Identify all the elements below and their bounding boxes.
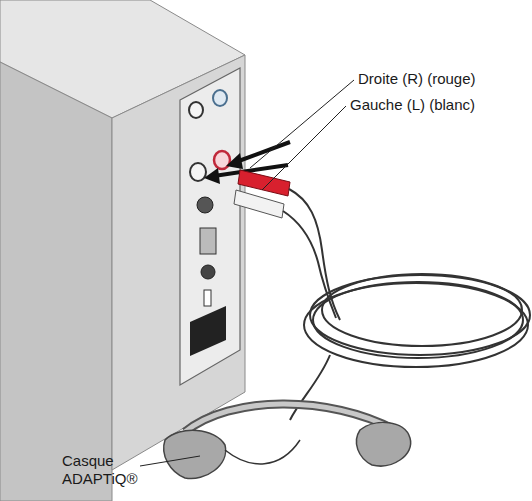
ear-pad xyxy=(164,430,226,478)
cable xyxy=(289,189,340,320)
part-label: Gauche (L) (blanc) xyxy=(350,96,528,114)
leader-line xyxy=(250,80,354,168)
rca-jack xyxy=(213,90,227,106)
cable xyxy=(283,211,336,318)
part-label: Casque ADAPTiQ® xyxy=(62,452,140,488)
connector-panel xyxy=(180,68,240,385)
rca-jack xyxy=(190,163,206,181)
part-label: Droite (R) (rouge) xyxy=(358,70,528,88)
rca-jack xyxy=(189,102,203,118)
rca-jack xyxy=(214,151,230,169)
adaptiq-jack xyxy=(201,265,215,279)
cable-coil xyxy=(322,274,522,346)
console-front xyxy=(0,62,112,501)
cable-coil xyxy=(310,275,530,355)
leader-line xyxy=(140,456,200,466)
white-plug xyxy=(234,190,284,218)
ear-pad xyxy=(356,422,410,466)
ac-power-inlet xyxy=(190,306,226,356)
switch-block xyxy=(200,228,216,254)
arrow-head xyxy=(226,153,243,169)
din-jack xyxy=(197,197,213,213)
insertion-arrow xyxy=(236,142,290,162)
leader-line xyxy=(262,106,346,190)
cable-coil xyxy=(304,283,528,367)
cable xyxy=(225,440,300,464)
red-plug xyxy=(238,170,290,196)
indicator xyxy=(204,290,211,306)
arrow-head xyxy=(204,168,220,184)
